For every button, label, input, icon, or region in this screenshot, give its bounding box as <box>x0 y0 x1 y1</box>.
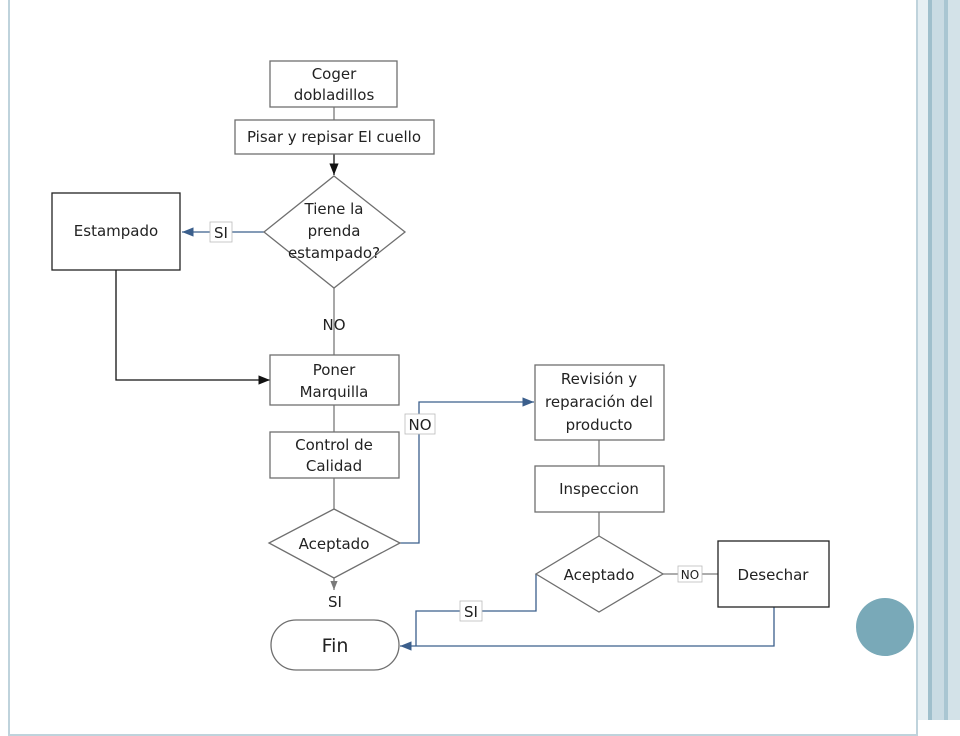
node-coger-label-2: dobladillos <box>294 86 375 104</box>
edge-label-si-estampado: SI <box>209 221 233 243</box>
edge-label-no-tiene: NO <box>322 316 345 334</box>
side-bar-decoration <box>928 0 932 720</box>
node-coger-label-1: Coger <box>312 65 357 83</box>
node-desechar: Desechar <box>717 540 830 608</box>
node-revision-label-1: Revisión y <box>561 370 637 388</box>
svg-text:NO: NO <box>681 568 699 582</box>
node-revision-reparacion: Revisión y reparación del producto <box>534 364 665 441</box>
side-bar-decoration <box>918 0 928 720</box>
node-control-calidad: Control de Calidad <box>269 431 400 479</box>
edge-aceptado1-revision <box>400 397 534 544</box>
node-fin-terminator: Fin <box>270 619 400 671</box>
flowchart: Coger dobladillos Pisar y repisar El cue… <box>51 60 830 671</box>
side-bar-decoration <box>944 0 948 720</box>
svg-text:SI: SI <box>214 224 228 242</box>
node-aceptado-2-decision: Aceptado <box>534 535 665 613</box>
node-aceptado-1-decision: Aceptado <box>267 508 402 579</box>
edge-label-no-aceptado1: NO <box>404 413 436 435</box>
svg-text:NO: NO <box>408 416 431 434</box>
node-tiene-label-2: prenda <box>308 222 361 240</box>
node-aceptado2-label: Aceptado <box>564 566 635 584</box>
node-tiene-label-3: estampado? <box>288 244 380 262</box>
node-desechar-label: Desechar <box>738 566 810 584</box>
node-control-label-2: Calidad <box>306 457 362 475</box>
node-pisar-label: Pisar y repisar El cuello <box>247 128 421 146</box>
node-control-label-1: Control de <box>295 436 373 454</box>
node-fin-label: Fin <box>322 635 349 657</box>
side-bar-decoration <box>948 0 960 720</box>
svg-text:NO: NO <box>322 316 345 334</box>
node-inspeccion-label: Inspeccion <box>559 480 639 498</box>
node-estampado-label: Estampado <box>74 222 158 240</box>
node-coger-dobladillos: Coger dobladillos <box>269 60 398 108</box>
side-bar-decoration <box>932 0 944 720</box>
node-inspeccion: Inspeccion <box>534 465 665 513</box>
edge-desechar-fin <box>400 607 775 651</box>
edge-label-no-aceptado2: NO <box>677 565 703 583</box>
node-pisar-cuello: Pisar y repisar El cuello <box>234 119 435 155</box>
node-revision-label-3: producto <box>566 416 633 434</box>
node-poner-marquilla: Poner Marquilla <box>269 354 400 406</box>
svg-text:SI: SI <box>328 593 342 611</box>
node-estampado: Estampado <box>51 192 181 271</box>
svg-text:SI: SI <box>464 603 478 621</box>
node-aceptado1-label: Aceptado <box>299 535 370 553</box>
node-poner-label-1: Poner <box>313 361 356 379</box>
node-tiene-label-1: Tiene la <box>304 200 364 218</box>
node-tiene-estampado-decision: Tiene la prenda estampado? <box>262 175 407 289</box>
edge-label-si-aceptado1: SI <box>328 593 342 611</box>
accent-circle <box>856 598 914 656</box>
node-poner-label-2: Marquilla <box>300 383 369 401</box>
edge-label-si-aceptado2: SI <box>459 600 483 622</box>
node-revision-label-2: reparación del <box>545 393 653 411</box>
edge-estampado-poner <box>115 270 270 385</box>
